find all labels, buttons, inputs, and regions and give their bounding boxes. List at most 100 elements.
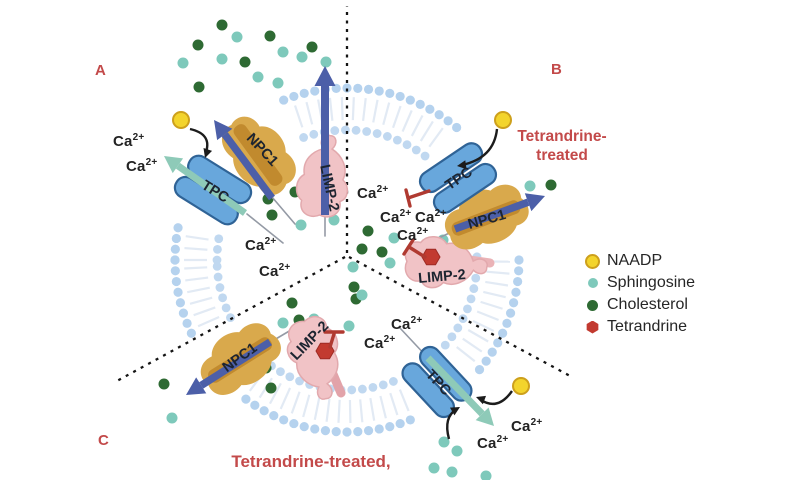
lipid-head-dot <box>434 110 444 120</box>
lipid-head-dot <box>374 424 384 434</box>
lipid-tail <box>483 290 506 299</box>
legend-label: Sphingosine <box>607 274 696 291</box>
cholesterol-dot <box>286 297 298 309</box>
sphingosine-icon <box>584 278 601 288</box>
sphingosine-dot <box>252 71 264 83</box>
lipid-tail <box>197 315 220 328</box>
npc1-export-arrow-b <box>453 198 530 233</box>
cholesterol-dot <box>362 225 374 237</box>
sphingosine-dot <box>277 46 289 58</box>
lipid-head-dot <box>299 88 309 99</box>
calcium-release-arrow-c <box>425 355 485 417</box>
membrane-proteins <box>173 116 529 419</box>
lipid-head-dot <box>215 283 225 292</box>
ca-label: Ca2+ <box>126 157 158 175</box>
lipid-tail <box>476 310 499 322</box>
lipid-tail <box>361 97 367 122</box>
lipid-tail <box>389 392 399 416</box>
limp2-protein-b <box>404 236 488 289</box>
ca-label: Ca2+ <box>113 132 145 150</box>
ca-label: Ca2+ <box>380 208 412 226</box>
legend-item-tetrandrine: Tetrandrine <box>584 316 695 338</box>
lipid-head-dot <box>276 367 285 377</box>
naadp-molecule-c <box>512 377 530 395</box>
lipid-head-dot <box>385 88 395 99</box>
lipid-tail <box>359 399 364 423</box>
sphingosine-dot <box>480 470 492 480</box>
lipid-head-dot <box>299 421 309 432</box>
naadp-activation-arrow-b <box>461 128 499 167</box>
naadp-activation-arrow-c <box>480 390 513 406</box>
cholesterol-icon <box>584 299 601 311</box>
lipid-head-dot <box>481 356 491 366</box>
lipid-head-dot <box>269 411 279 421</box>
lipid-head-dot <box>221 303 231 313</box>
lipid-head-dot <box>385 421 395 432</box>
ca-label: Ca2+ <box>245 236 277 254</box>
sphingosine-dot <box>177 57 189 69</box>
sphingosine-dot <box>328 214 340 226</box>
lipid-head-dot <box>362 127 372 136</box>
cholesterol-dot <box>545 179 557 191</box>
sphingosine-dot <box>524 180 536 192</box>
legend-label: Cholesterol <box>607 296 688 313</box>
arrow-tail <box>246 213 284 244</box>
lipid-head-dot <box>347 385 357 395</box>
sphingosine-flux-arrow-c-head <box>449 407 460 416</box>
arrow-tail <box>271 196 296 225</box>
lipid-tail <box>392 105 402 129</box>
panel-divider-line <box>114 255 346 384</box>
lipid-tail <box>325 398 331 422</box>
inhibition-tbar <box>328 332 336 349</box>
cholesterol-dot <box>264 30 276 42</box>
lipid-head-dot <box>378 380 388 390</box>
lipid-head-dot <box>212 261 222 271</box>
lipid-head-dot <box>331 83 341 93</box>
lipid-head-dot <box>289 91 299 102</box>
lipid-head-dot <box>363 84 374 94</box>
lipid-head-dot <box>279 415 289 425</box>
lipid-head-dot <box>368 382 378 392</box>
lipid-head-dot <box>342 427 352 437</box>
lipid-tail <box>305 101 314 125</box>
lipid-head-dot <box>279 95 289 105</box>
sphingosine-dot <box>388 232 400 244</box>
lipid-head-dot <box>425 104 435 114</box>
inhibition-tbar <box>407 245 427 259</box>
calcium-release-arrow-a <box>175 162 248 216</box>
lipid-head-dot <box>309 129 319 139</box>
legend-item-naadp: NAADP <box>584 250 695 272</box>
sphingosine-dot <box>347 261 359 273</box>
lipid-tail <box>189 296 213 305</box>
calcium-release-arrow-a-head <box>164 156 184 174</box>
naadp-molecule-b <box>494 111 512 129</box>
panel-label-a: A <box>95 62 106 79</box>
lipid-head-dot <box>170 266 180 276</box>
lipid-head-dot <box>285 372 295 382</box>
lipid-head-dot <box>514 266 524 276</box>
lipid-head-dot <box>440 340 450 350</box>
sphingosine-dot <box>384 257 396 269</box>
npc1-export-arrow-a-head <box>214 120 233 141</box>
sphingosine-dot <box>446 466 458 478</box>
lipid-head-dot <box>452 122 462 133</box>
lipid-tail <box>410 115 424 137</box>
legend-label: Tetrandrine <box>607 318 688 335</box>
tpc-channel-b <box>418 142 498 214</box>
lipid-head-dot <box>182 318 192 328</box>
lipid-head-dot <box>388 377 398 386</box>
lipid-head-dot <box>186 328 196 338</box>
limp2-export-arrow-a-head <box>314 66 336 86</box>
lipid-head-dot <box>173 223 183 233</box>
lipid-head-dot <box>320 426 331 436</box>
sphingosine-dot <box>295 219 307 231</box>
cholesterol-dot <box>376 246 388 258</box>
lipid-head-dot <box>513 276 523 287</box>
lipid-tail <box>337 399 341 423</box>
cholesterol-dot <box>306 41 318 53</box>
cholesterol-dot <box>216 19 228 31</box>
lipid-tail <box>382 102 391 126</box>
lipid-head-dot <box>395 91 405 102</box>
lipid-head-dot <box>173 287 183 297</box>
npc1-export-arrow-b-head <box>524 193 545 212</box>
